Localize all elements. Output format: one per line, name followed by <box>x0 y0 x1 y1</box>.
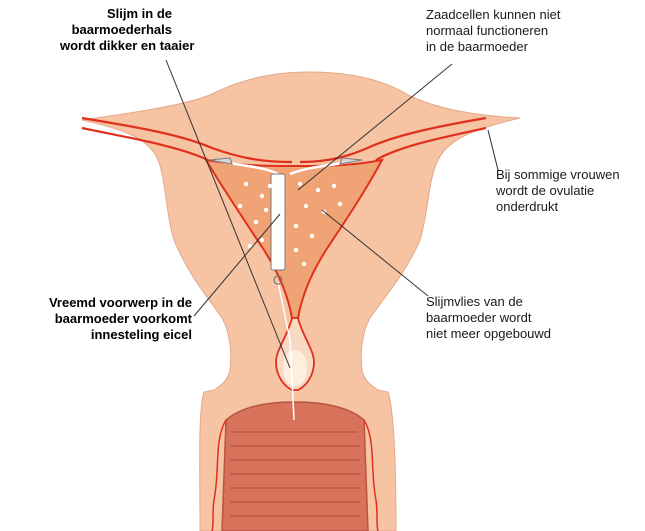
vagina <box>222 402 368 531</box>
label-line: niet meer opgebouwd <box>426 326 551 342</box>
label-line: wordt dikker en taaier <box>60 38 172 54</box>
label-line: Vreemd voorwerp in de <box>22 295 192 311</box>
leader-ovulation <box>488 130 498 170</box>
cervical-glow <box>283 350 307 386</box>
label-foreign-object: Vreemd voorwerp in de baarmoeder voorkom… <box>22 295 192 343</box>
label-line: onderdrukt <box>496 199 620 215</box>
label-line: Slijmvlies van de <box>426 294 551 310</box>
label-line: Bij sommige vrouwen <box>496 167 620 183</box>
label-line: Zaadcellen kunnen niet <box>426 7 560 23</box>
label-line: baarmoeder voorkomt <box>22 311 192 327</box>
label-line: baarmoeder wordt <box>426 310 551 326</box>
label-line: innesteling eicel <box>22 327 192 343</box>
label-cervical-mucus: Slijm in de baarmoederhals wordt dikker … <box>60 6 172 54</box>
label-line: in de baarmoeder <box>426 39 560 55</box>
label-line: Slijm in de <box>60 6 172 22</box>
label-uterine-lining: Slijmvlies van de baarmoeder wordt niet … <box>426 294 551 342</box>
label-sperm-function: Zaadcellen kunnen niet normaal functione… <box>426 7 560 55</box>
label-ovulation: Bij sommige vrouwen wordt de ovulatie on… <box>496 167 620 215</box>
label-line: baarmoederhals <box>60 22 172 38</box>
label-line: normaal functioneren <box>426 23 560 39</box>
label-line: wordt de ovulatie <box>496 183 620 199</box>
